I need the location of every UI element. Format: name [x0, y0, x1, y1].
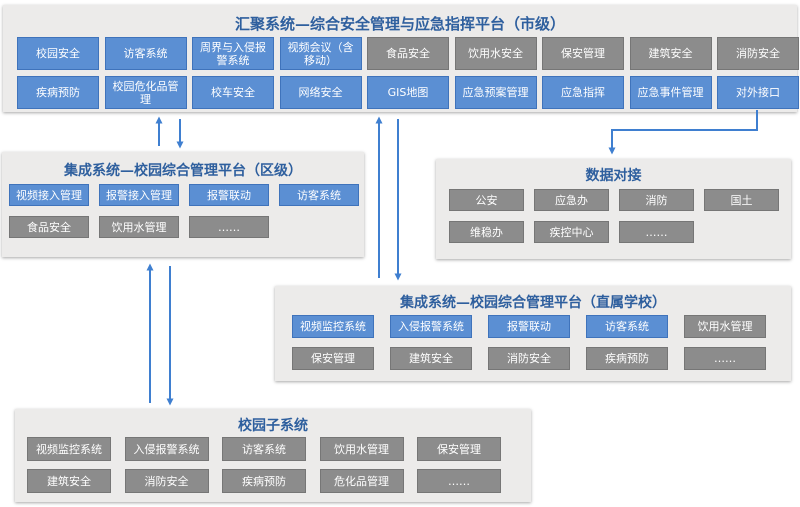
campus-module-box: 疾病预防 [222, 469, 306, 493]
city-module-box: 应急事件管理 [629, 76, 712, 109]
city-module-box: 保安管理 [542, 37, 624, 70]
data-module-box: 国土 [704, 189, 779, 211]
city-module-box: 疾病预防 [17, 76, 99, 109]
city-module-box: 访客系统 [104, 37, 187, 70]
campus-module-box: …… [417, 469, 501, 493]
school-module-box: 消防安全 [488, 347, 570, 370]
city-module-box: 应急指挥 [542, 76, 624, 109]
city-module-box: 网络安全 [279, 76, 362, 109]
district-module-box: 视频接入管理 [9, 184, 89, 206]
campus-module-box: 访客系统 [222, 437, 306, 461]
data-module-box: 维稳办 [449, 221, 524, 243]
school-module-box: 报警联动 [488, 315, 570, 338]
city-module-box: 应急预案管理 [454, 76, 537, 109]
data-module-box: …… [619, 221, 694, 243]
school-module-box: 入侵报警系统 [390, 315, 472, 338]
city-module-box: 视频会议（含移动） [279, 37, 362, 70]
data-module-box: 公安 [449, 189, 524, 211]
campus-module-box: 消防安全 [124, 469, 209, 493]
city-module-box: 食品安全 [367, 37, 449, 70]
school-module-box: 访客系统 [586, 315, 668, 338]
city-platform-panel: 汇聚系统—综合安全管理与应急指挥平台（市级） 校园安全访客系统周界与入侵报警系统… [3, 5, 799, 112]
city-module-box: 校车安全 [192, 76, 274, 109]
data-link-title: 数据对接 [585, 168, 642, 184]
city-module-box: 建筑安全 [629, 37, 712, 70]
district-module-box: 报警接入管理 [99, 184, 179, 206]
city-module-box: 校园危化品管理 [104, 76, 187, 109]
data-link-panel: 数据对接 公安应急办消防国土 维稳办疾控中心 …… [436, 159, 791, 259]
school-platform-panel: 集成系统—校园综合管理平台（直属学校） 视频监控系统入侵报警系统报警联动访客系统… [275, 286, 791, 381]
district-platform-panel: 集成系统—校园综合管理平台（区级） 视频接入管理报警接入管理报警联动访客系统 食… [2, 152, 364, 257]
campus-subsystem-title: 校园子系统 [238, 418, 308, 434]
school-module-box: 饮用水管理 [684, 315, 766, 338]
district-module-box: 报警联动 [189, 184, 269, 206]
school-module-box: 疾病预防 [586, 347, 668, 370]
campus-module-box: 饮用水管理 [319, 437, 404, 461]
city-module-box: 对外接口 [717, 76, 799, 109]
arrow-city-to-data-link [608, 110, 758, 155]
city-module-box: 饮用水安全 [454, 37, 537, 70]
district-platform-title: 集成系统—校园综合管理平台（区级） [64, 163, 302, 179]
school-module-box: 保安管理 [292, 347, 374, 370]
city-module-box: 消防安全 [717, 37, 799, 70]
data-module-box: 应急办 [534, 189, 609, 211]
city-module-box: 校园安全 [17, 37, 99, 70]
district-module-box: …… [189, 216, 269, 238]
school-module-box: 建筑安全 [390, 347, 472, 370]
data-module-box: 疾控中心 [534, 221, 609, 243]
city-platform-title: 汇聚系统—综合安全管理与应急指挥平台（市级） [234, 15, 565, 33]
district-module-box: 饮用水管理 [99, 216, 179, 238]
school-module-box: 视频监控系统 [292, 315, 374, 338]
campus-module-box: 保安管理 [417, 437, 501, 461]
district-module-box: 访客系统 [279, 184, 359, 206]
data-module-box: 消防 [619, 189, 694, 211]
school-platform-title: 集成系统—校园综合管理平台（直属学校） [400, 295, 666, 311]
city-module-box: GIS地图 [367, 76, 449, 109]
school-module-box: …… [684, 347, 766, 370]
city-module-box: 周界与入侵报警系统 [192, 37, 274, 70]
district-module-box: 食品安全 [9, 216, 89, 238]
campus-module-box: 入侵报警系统 [124, 437, 209, 461]
campus-module-box: 建筑安全 [27, 469, 111, 493]
campus-module-box: 危化品管理 [319, 469, 404, 493]
campus-module-box: 视频监控系统 [27, 437, 111, 461]
campus-subsystem-panel: 校园子系统 视频监控系统入侵报警系统访客系统饮用水管理保安管理 建筑安全消防安全… [15, 409, 531, 502]
